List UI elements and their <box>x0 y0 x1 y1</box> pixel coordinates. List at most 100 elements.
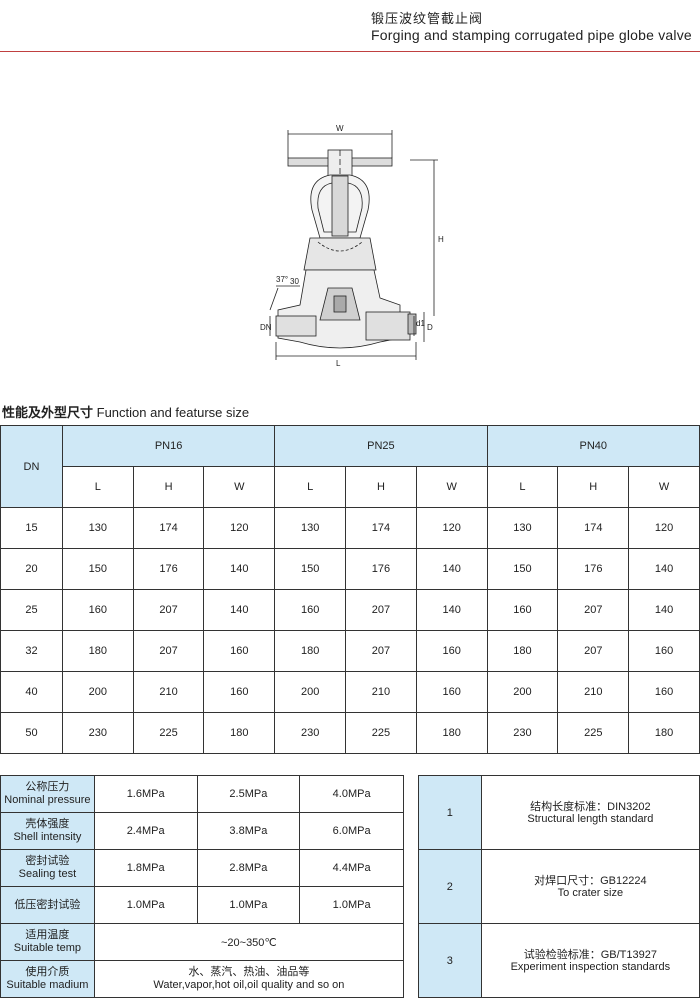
dim-cell: 176 <box>557 548 630 590</box>
temp-value: ~20~350℃ <box>93 923 405 961</box>
dim-cell: 140 <box>415 548 488 590</box>
dim-cell: 207 <box>132 589 205 631</box>
dim-cell: 140 <box>203 589 276 631</box>
dim-l-label: L <box>336 359 341 368</box>
perf-value: 4.0MPa <box>299 775 404 813</box>
dim-cell: 140 <box>415 589 488 631</box>
dim-cell: 210 <box>557 671 630 713</box>
dim-dn-label: DN <box>260 323 272 332</box>
dim-cell: 120 <box>203 507 276 549</box>
dim-cell: 160 <box>203 630 276 672</box>
dim-cell: 150 <box>61 548 134 590</box>
dim-cell: 140 <box>628 589 700 631</box>
dim-cell: 160 <box>415 671 488 713</box>
dim-cell: 207 <box>132 630 205 672</box>
perf-label-en: Sealing test <box>18 868 77 880</box>
dim-cell: 140 <box>203 548 276 590</box>
dim-cell: 130 <box>486 507 559 549</box>
section-title-en: Function and featurse size <box>96 405 250 420</box>
dim-cell: 150 <box>486 548 559 590</box>
dim-cell: 230 <box>61 712 134 754</box>
dn-cell: 15 <box>0 507 63 549</box>
perf-value: 2.8MPa <box>196 849 301 887</box>
title-cn: 锻压波纹管截止阀 <box>371 12 484 27</box>
header-divider <box>0 51 700 52</box>
dim-cell: 174 <box>132 507 205 549</box>
dim-cell: 176 <box>132 548 205 590</box>
dim-cell: 225 <box>345 712 417 754</box>
subheader-cell: W <box>203 466 276 508</box>
dim-cell: 174 <box>345 507 417 549</box>
perf-label-cn: 密封试验 <box>25 855 70 867</box>
dim-subheader-row: L H W L H W L H W <box>1 466 700 508</box>
title-en: Forging and stamping corrugated pipe glo… <box>371 27 692 43</box>
perf-label-cn: 使用介质 <box>25 966 70 978</box>
dim-cell: 174 <box>557 507 630 549</box>
subheader-cell: L <box>486 466 559 508</box>
perf-value: 6.0MPa <box>299 812 404 850</box>
dim-cell: 230 <box>274 712 347 754</box>
subheader-cell: W <box>415 466 488 508</box>
dim-cell: 120 <box>628 507 700 549</box>
dim-cell: 176 <box>345 548 417 590</box>
dim-cell: 210 <box>345 671 417 713</box>
std-text-en: To crater size <box>557 886 624 899</box>
dim-cell: 160 <box>274 589 347 631</box>
section-title-cn: 性能及外型尺寸 <box>2 406 94 421</box>
perf-value: 1.6MPa <box>93 775 198 813</box>
dim-h-label: H <box>438 235 444 244</box>
subheader-cell: H <box>557 466 630 508</box>
angle-30-label: 30 <box>290 277 299 286</box>
subheader-cell: W <box>628 466 700 508</box>
medium-value-en: Water,vapor,hot oil,oil quality and so o… <box>153 979 345 991</box>
perf-label-cn: 适用温度 <box>25 929 70 941</box>
dim-cell: 160 <box>61 589 134 631</box>
dim-cell: 160 <box>628 671 700 713</box>
perf-value: 4.4MPa <box>299 849 404 887</box>
dim-cell: 150 <box>274 548 347 590</box>
dim-cell: 207 <box>557 630 630 672</box>
std-number: 3 <box>418 923 482 998</box>
dim-cell: 160 <box>486 589 559 631</box>
std-text-cn: 对焊口尺寸：GB12224 <box>534 874 647 887</box>
perf-value: 1.0MPa <box>196 886 301 924</box>
perf-label: 低压密封试验 <box>0 886 95 924</box>
perf-value: 1.0MPa <box>93 886 198 924</box>
subheader-cell: L <box>61 466 134 508</box>
dim-header-row: DN PN16 PN25 PN40 <box>0 425 700 508</box>
dim-cell: 180 <box>486 630 559 672</box>
dim-cell: 225 <box>132 712 205 754</box>
perf-label-cn: 壳体强度 <box>25 818 70 830</box>
dim-cell: 160 <box>628 630 700 672</box>
dim-cell: 160 <box>415 630 488 672</box>
dim-cell: 160 <box>203 671 276 713</box>
group-pn16: PN16 <box>61 425 276 467</box>
perf-label-cn: 公称压力 <box>25 781 70 793</box>
dim-cell: 180 <box>61 630 134 672</box>
dim-cell: 200 <box>274 671 347 713</box>
std-text-en: Structural length standard <box>527 812 654 825</box>
perf-label-en: Nominal pressure <box>4 794 91 806</box>
perf-label-cn: 低压密封试验 <box>14 898 81 911</box>
dim-cell: 130 <box>61 507 134 549</box>
medium-value-cn: 水、蒸汽、热油、油品等 <box>188 966 310 978</box>
